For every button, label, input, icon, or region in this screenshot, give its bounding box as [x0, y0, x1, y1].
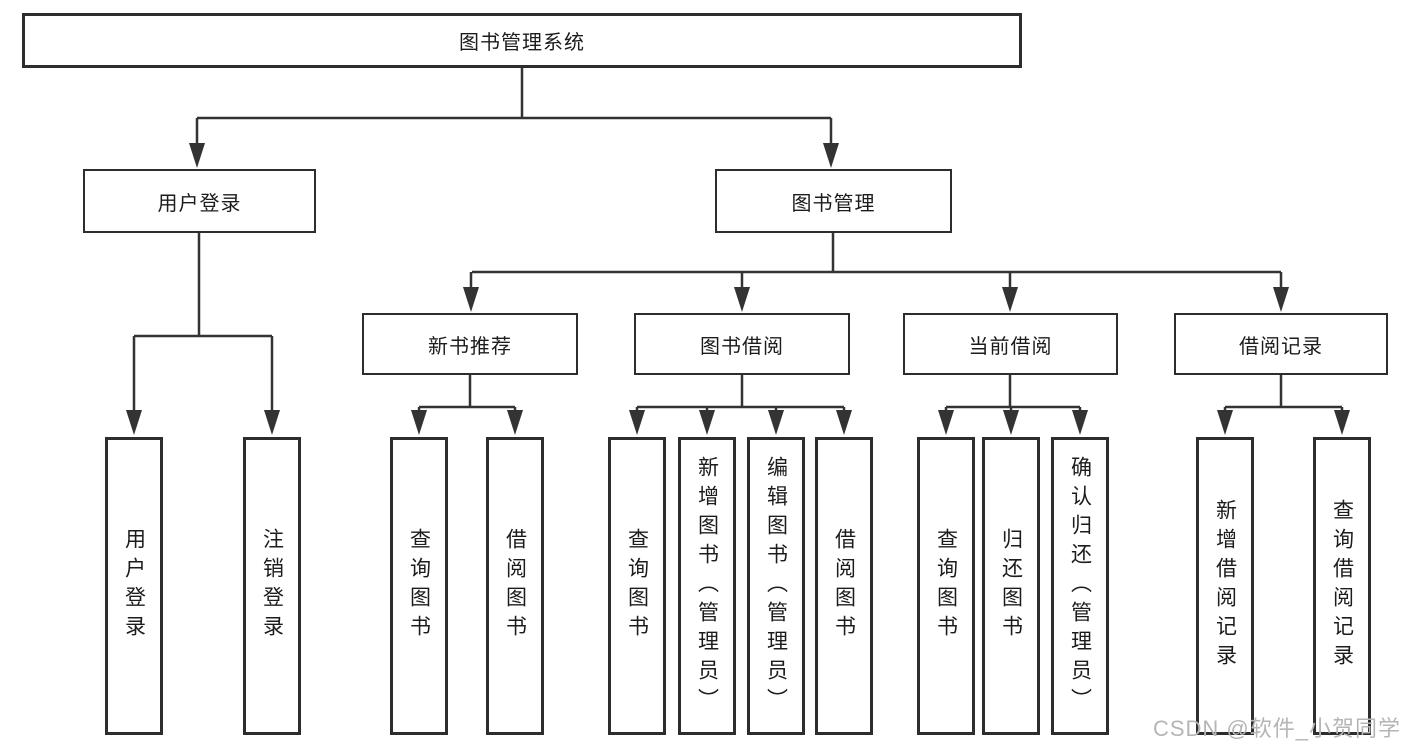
arrow-head	[823, 143, 839, 168]
node-current-borrowing: 当前借阅	[903, 313, 1118, 375]
arrow-head	[699, 410, 715, 435]
arrow-head	[264, 410, 280, 435]
arrow-head	[411, 410, 427, 435]
arrow-head	[629, 410, 645, 435]
arrow-head	[1334, 410, 1350, 435]
arrow-head	[126, 410, 142, 435]
arrow-head	[463, 287, 479, 312]
leaf-edit-books-admin: 编辑图书（管理员）	[747, 437, 805, 735]
leaf-logout: 注销登录	[243, 437, 301, 735]
node-library-management-system: 图书管理系统	[22, 13, 1022, 68]
arrow-head	[836, 410, 852, 435]
arrow-head	[507, 410, 523, 435]
arrow-head	[1273, 287, 1289, 312]
arrow-head	[1217, 410, 1233, 435]
leaf-add-books-admin: 新增图书（管理员）	[678, 437, 736, 735]
arrow-head	[734, 287, 750, 312]
leaf-add-borrow-record: 新增借阅记录	[1196, 437, 1254, 735]
leaf-query-books-recommend: 查询图书	[390, 437, 448, 735]
leaf-query-borrow-record: 查询借阅记录	[1313, 437, 1371, 735]
leaf-query-books-borrowing: 查询图书	[608, 437, 666, 735]
leaf-borrow-books-recommend: 借阅图书	[486, 437, 544, 735]
leaf-user-login: 用户登录	[105, 437, 163, 735]
arrow-head	[189, 143, 205, 168]
node-book-borrowing: 图书借阅	[634, 313, 850, 375]
node-new-book-recommendation: 新书推荐	[362, 313, 578, 375]
arrow-head	[1003, 410, 1019, 435]
node-borrowing-records: 借阅记录	[1174, 313, 1388, 375]
arrow-head	[1072, 410, 1088, 435]
leaf-return-books: 归还图书	[982, 437, 1040, 735]
leaf-borrow-books: 借阅图书	[815, 437, 873, 735]
leaf-confirm-return-admin: 确认归还（管理员）	[1051, 437, 1109, 735]
arrow-head	[1002, 287, 1018, 312]
arrow-head	[768, 410, 784, 435]
node-user-login: 用户登录	[83, 169, 316, 233]
watermark: CSDN @软件_小贺同学	[1152, 716, 1401, 741]
node-book-management: 图书管理	[715, 169, 952, 233]
leaf-query-books-current: 查询图书	[917, 437, 975, 735]
arrow-head	[938, 410, 954, 435]
